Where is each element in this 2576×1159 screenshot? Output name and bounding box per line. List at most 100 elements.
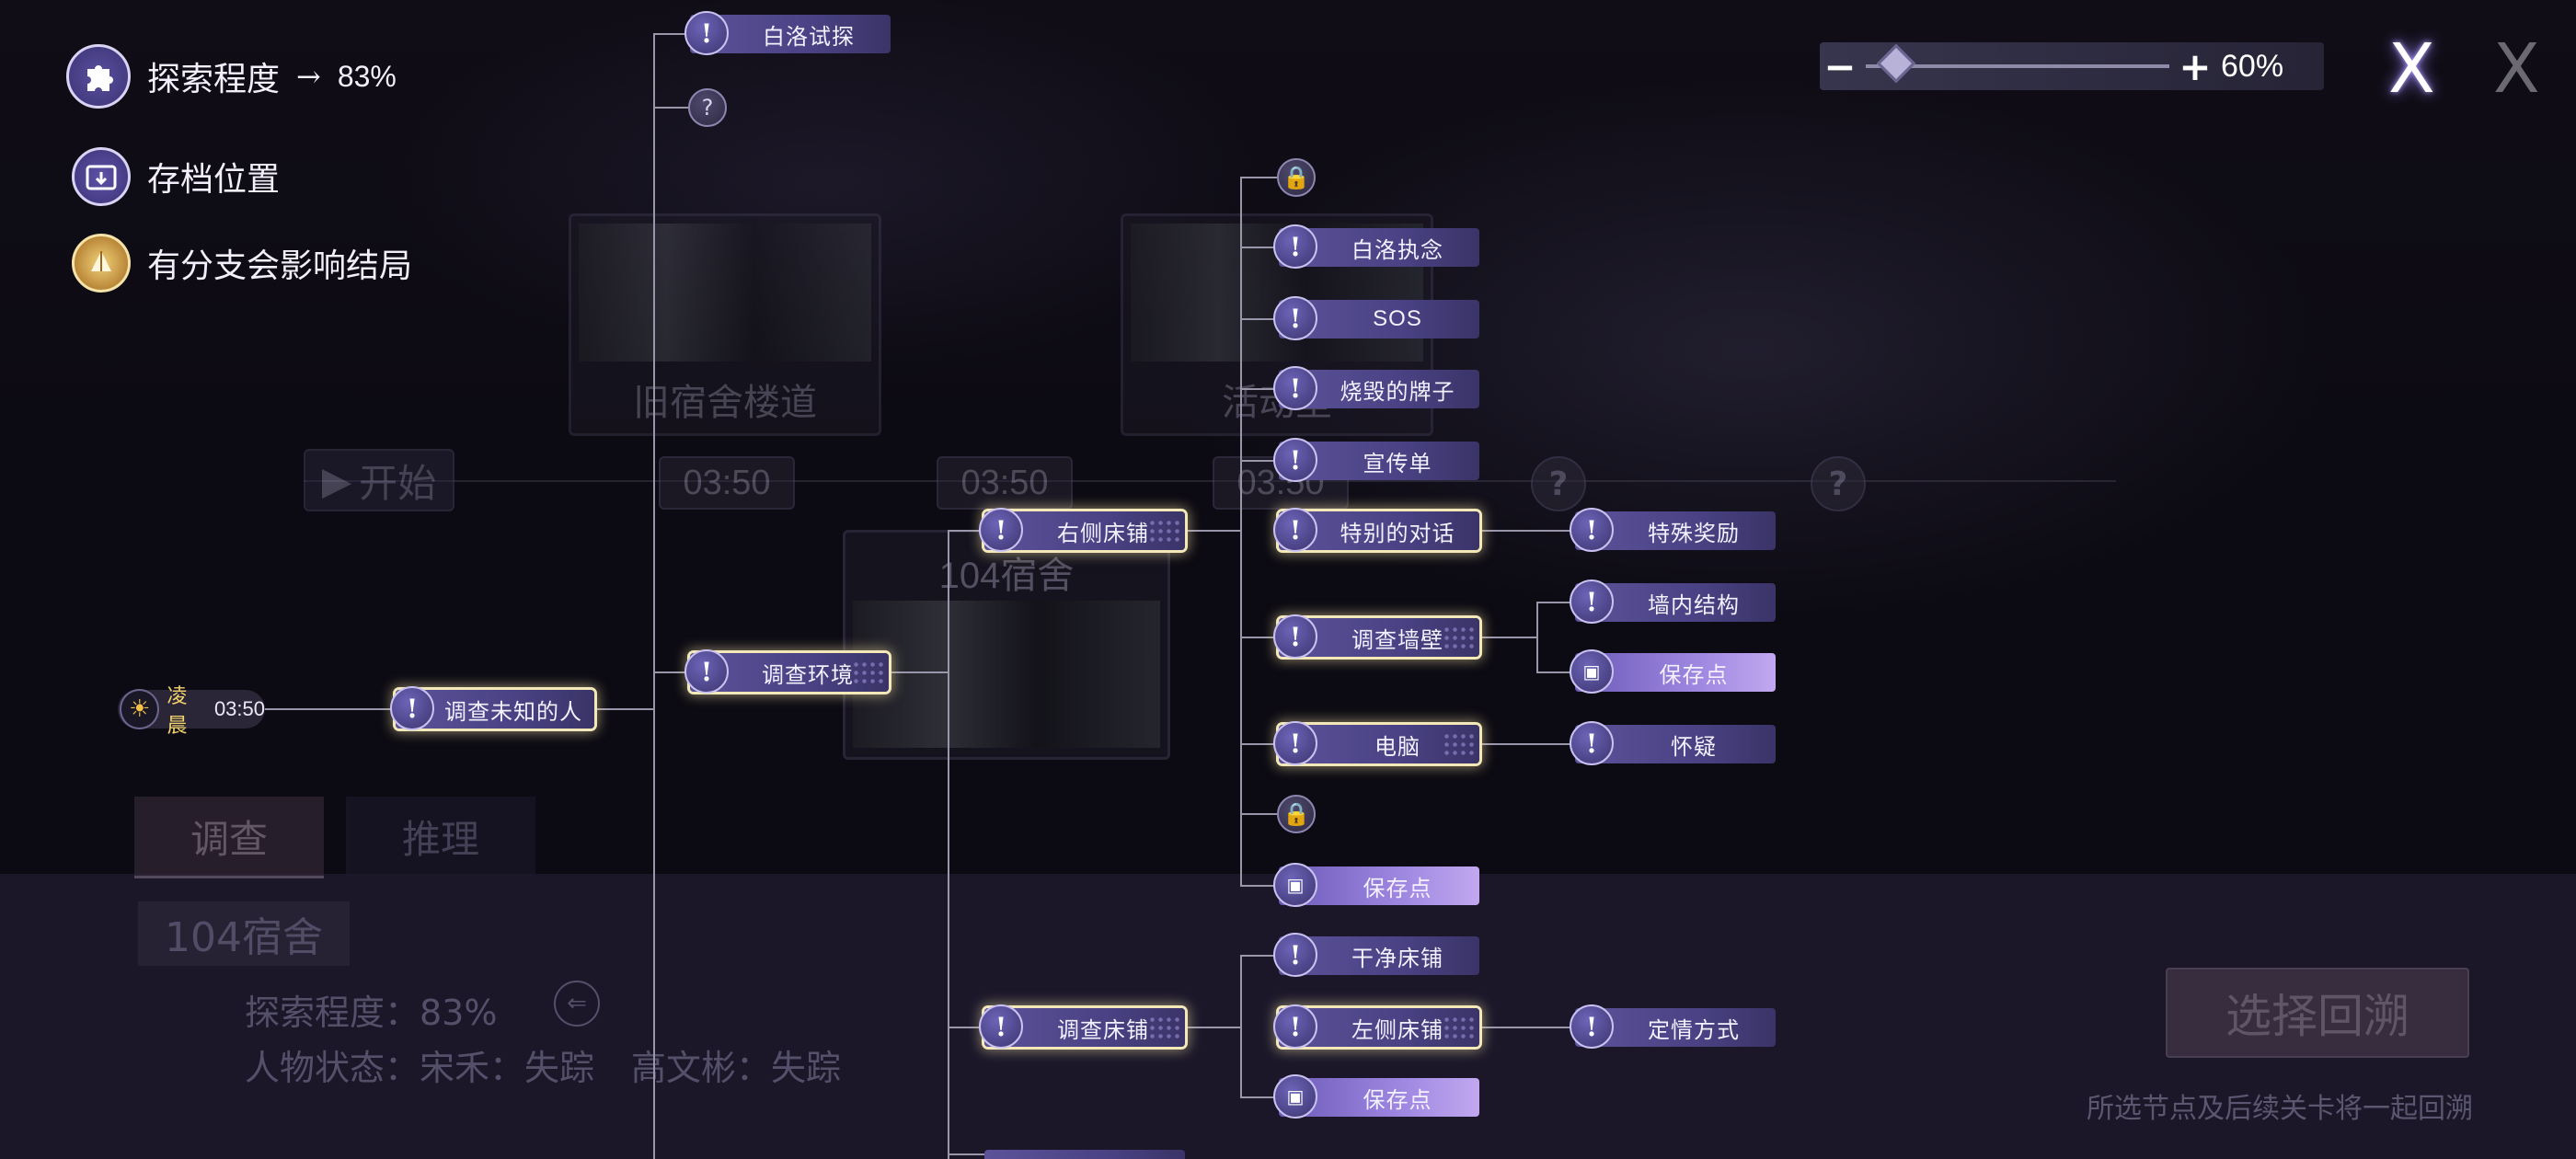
node-right-bed[interactable]: !右侧床铺 — [979, 508, 1185, 552]
connector-line — [1479, 743, 1575, 745]
node-love-token[interactable]: !定情方式 — [1570, 1004, 1776, 1049]
node-bailuo-obsession[interactable]: !白洛执念 — [1273, 224, 1479, 269]
legend-save-location: 存档位置 — [72, 147, 280, 206]
connector-line — [1240, 955, 1242, 1098]
node-label: 保存点 — [1363, 875, 1432, 901]
node-label: 电脑 — [1374, 733, 1420, 760]
exclamation-icon: ! — [1273, 296, 1317, 340]
scene-card-104: 104宿舍 — [843, 530, 1170, 760]
close-icon-secondary[interactable]: X — [2493, 29, 2540, 109]
node-bailuo-probe[interactable]: !白洛试探 — [684, 11, 891, 55]
node-save-point-1[interactable]: ▣ 保存点 — [1273, 863, 1479, 907]
node-special-talk[interactable]: !特别的对话 — [1273, 508, 1479, 552]
zoom-slider-thumb[interactable] — [1876, 43, 1916, 84]
connector-line — [948, 1027, 984, 1028]
lock-icon[interactable]: 🔒 — [1277, 795, 1316, 833]
exclamation-icon: ! — [1273, 933, 1317, 977]
connector-line — [653, 671, 690, 673]
node-investigate-wall[interactable]: !调查墙壁 — [1273, 614, 1479, 659]
question-icon: ? — [1811, 456, 1866, 511]
node-investigate-environment[interactable]: !调查环境 — [684, 649, 889, 694]
branch-note-label: 有分支会影响结局 — [147, 247, 413, 285]
connector-line — [1187, 530, 1240, 532]
play-icon: ▶ — [321, 457, 352, 503]
status-gaowenbin: 高文彬：失踪 — [631, 1048, 842, 1088]
exclamation-icon: ! — [390, 686, 434, 730]
node-investigate-bed[interactable]: !调查床铺 — [979, 1004, 1185, 1049]
connector-line — [1240, 885, 1277, 887]
exclamation-icon: ! — [1273, 614, 1317, 659]
node-partial[interactable] — [984, 1150, 1185, 1159]
node-dots — [1443, 732, 1474, 756]
exclamation-icon: ! — [1570, 580, 1614, 624]
connector-line — [263, 708, 410, 710]
rewind-hint: 所选节点及后续关卡将一起回溯 — [2087, 1093, 2473, 1125]
connector-line — [589, 708, 653, 710]
node-label: 特殊奖励 — [1648, 520, 1740, 546]
info-icon: ⇐ — [554, 981, 600, 1027]
exclamation-icon: ! — [979, 1004, 1023, 1049]
save-icon: ▣ — [1273, 863, 1317, 907]
exclamation-icon: ! — [1273, 366, 1317, 410]
node-label: 右侧床铺 — [1057, 520, 1149, 546]
start-node-time: 03:50 — [213, 697, 265, 720]
node-special-reward[interactable]: !特殊奖励 — [1570, 508, 1776, 552]
node-label: 保存点 — [1659, 661, 1729, 688]
connector-line — [1240, 955, 1277, 957]
zoom-slider[interactable] — [1866, 43, 2169, 84]
node-label: 左侧床铺 — [1351, 1016, 1443, 1043]
tab-reason: 推理 — [346, 797, 535, 876]
node-label: 烧毁的牌子 — [1340, 378, 1455, 405]
connector-line — [1240, 743, 1277, 745]
node-investigate-unknown-person[interactable]: !调查未知的人 — [390, 686, 594, 730]
node-label: 墙内结构 — [1648, 591, 1740, 618]
connector-line — [653, 33, 655, 1159]
connector-line — [1240, 1096, 1277, 1098]
connector-line — [1479, 1027, 1575, 1028]
node-computer[interactable]: !电脑 — [1273, 721, 1479, 765]
exclamation-icon: ! — [1273, 1004, 1317, 1049]
node-label: 白洛执念 — [1351, 236, 1443, 263]
node-flyer[interactable]: !宣传单 — [1273, 438, 1479, 482]
scene-card-old-dorm: 旧宿舍楼道 — [569, 213, 881, 436]
exclamation-icon: ! — [1570, 1004, 1614, 1049]
node-clean-bed[interactable]: !干净床铺 — [1273, 933, 1479, 977]
node-suspicion[interactable]: !怀疑 — [1570, 721, 1776, 765]
start-node-label: 凌晨 — [167, 685, 188, 738]
node-wall-structure[interactable]: ! 墙内结构 — [1570, 580, 1776, 624]
node-sos[interactable]: ! SOS — [1273, 296, 1479, 340]
connector-line — [1187, 1027, 1240, 1028]
node-label: 保存点 — [1363, 1086, 1432, 1113]
tab-investigate: 调查 — [134, 797, 324, 878]
save-location-label: 存档位置 — [147, 161, 281, 199]
node-save-point-3[interactable]: ▣保存点 — [1273, 1074, 1479, 1119]
connector-line — [948, 530, 949, 1159]
exploration-label: 探索程度 — [147, 61, 281, 98]
select-rewind-button: 选择回溯 — [2166, 968, 2469, 1058]
node-dots — [1148, 519, 1179, 543]
save-icon: ▣ — [1570, 649, 1614, 694]
node-left-bed[interactable]: ! 左侧床铺 — [1273, 1004, 1479, 1049]
status-label: 人物状态： — [245, 1048, 420, 1088]
unknown-node-question-icon[interactable]: ? — [688, 88, 727, 127]
node-burnt-sign[interactable]: ! 烧毁的牌子 — [1273, 366, 1479, 410]
start-node[interactable]: ☀ 凌晨 03:50 — [118, 685, 265, 738]
zoom-out-button[interactable]: − — [1823, 43, 1857, 89]
scene-thumbnail — [853, 601, 1160, 748]
exclamation-icon: ! — [1570, 721, 1614, 765]
node-save-point-2[interactable]: ▣ 保存点 — [1570, 649, 1776, 694]
node-label: SOS — [1373, 306, 1422, 331]
time-pill: 03:50 — [659, 456, 795, 510]
connector-line — [1479, 530, 1575, 532]
zoom-in-button[interactable]: + — [2179, 43, 2212, 89]
connector-line — [1240, 247, 1277, 248]
time-pill: 03:50 — [937, 456, 1073, 510]
timeline-axis — [304, 480, 2116, 482]
connector-line — [1240, 637, 1277, 638]
exclamation-icon: ! — [684, 649, 729, 694]
exploration-text: 探索程度：83% — [245, 993, 498, 1033]
close-icon[interactable]: X — [2388, 29, 2435, 109]
connector-line — [1240, 460, 1277, 462]
lock-icon[interactable]: 🔒 — [1277, 158, 1316, 197]
status-row: 人物状态： 宋禾：失踪 高文彬：失踪 — [245, 1039, 841, 1090]
